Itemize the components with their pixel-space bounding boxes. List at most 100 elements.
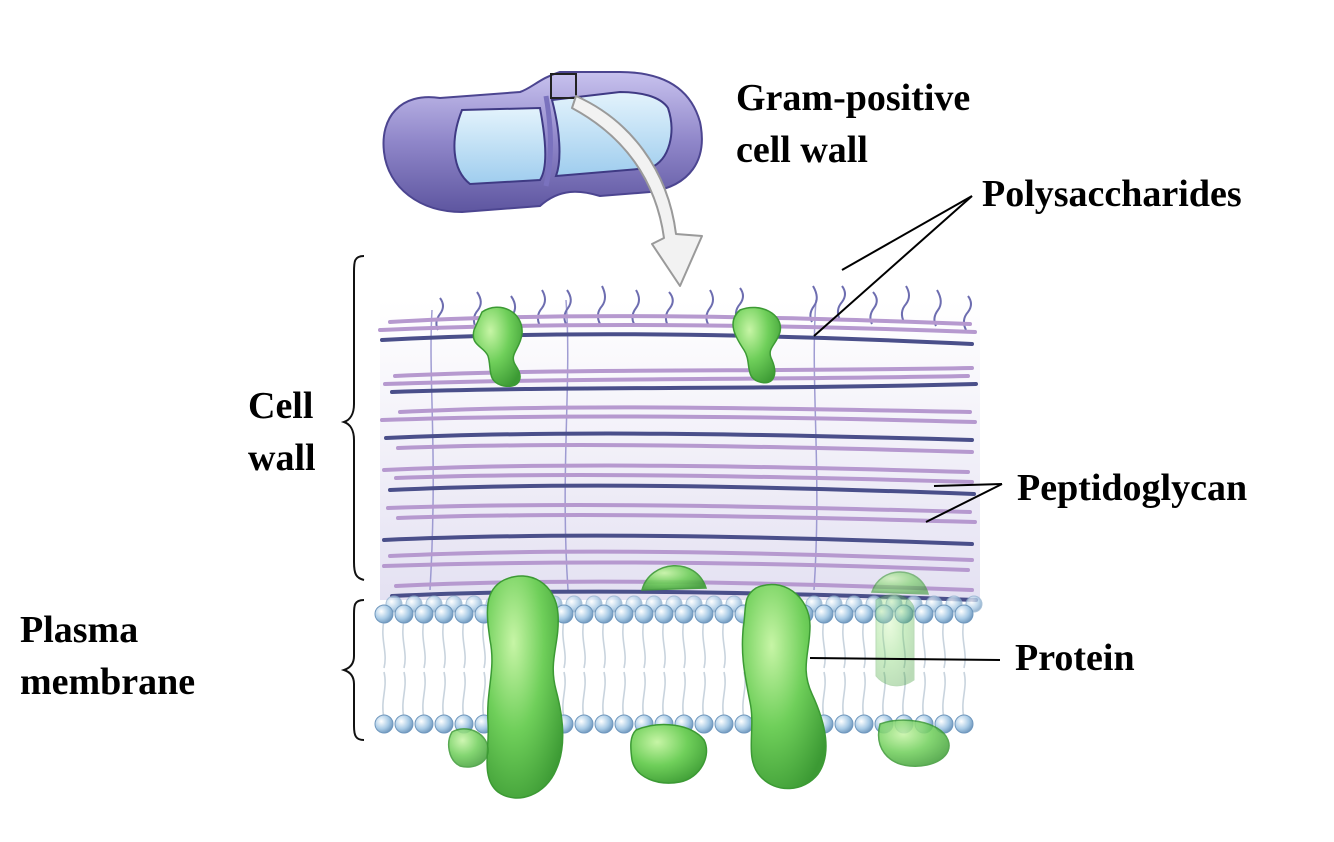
title-line-2: cell wall [736,129,868,171]
membrane-proteins [447,575,950,799]
label-plasma-membrane: Plasma membrane [20,604,195,708]
phospholipid-head [454,604,474,624]
label-plasma-membrane-line-1: Plasma [20,609,139,651]
lipid-tail [842,671,846,719]
lipid-tail [422,619,426,669]
lipid-tail [682,619,686,669]
leader-peptidoglycan-1 [933,483,1003,487]
phospholipid-head [634,604,654,624]
label-peptidoglycan: Peptidoglycan [1017,467,1248,509]
lipid-tail [862,619,866,669]
lipid-tail [702,671,706,719]
lipid-tail [402,619,406,669]
plasma-membrane-brace [340,599,365,741]
wall-proteins [472,306,929,595]
lipid-tail [942,619,946,669]
curved-zoom-arrow-icon [571,95,703,287]
leader-protein [809,657,1001,661]
lipid-tail [642,619,646,669]
cell-wall-title: Gram-positive cell wall [736,72,970,176]
lipid-tail [662,619,666,669]
lipid-tail [582,671,586,719]
lipid-tail [922,671,926,719]
phospholipid-head [434,604,454,624]
lipid-tail [562,619,566,669]
lipid-tail [702,619,706,669]
phospholipid-head [614,714,634,734]
phospholipid-head [574,714,594,734]
phospholipid-head [934,604,954,624]
cell-wall-block [378,285,980,602]
phospholipid-head [694,714,714,734]
phospholipid-head [654,604,674,624]
lipid-tail [962,619,966,669]
phospholipid-head [714,714,734,734]
phospholipid-head [594,714,614,734]
leader-polysaccharides-2 [813,195,973,337]
title-line-1: Gram-positive [736,77,971,119]
lipid-tail [602,671,606,719]
phospholipid-head [394,714,414,734]
lipid-tail [822,671,826,719]
phospholipid-head [834,714,854,734]
phospholipid-head [714,604,734,624]
lipid-tail [462,671,466,719]
lipid-tail [582,619,586,669]
phospholipid-head [374,604,394,624]
phospholipid-head [814,604,834,624]
phospholipid-head [614,604,634,624]
leader-polysaccharides-1 [841,195,973,271]
phospholipid-head [414,714,434,734]
lipid-tail [862,671,866,719]
label-protein: Protein [1015,637,1135,679]
lipid-tail [822,619,826,669]
lipid-tail [482,671,486,719]
lipid-tail [442,671,446,719]
lipid-tail [662,671,666,719]
leader-peptidoglycan-2 [925,483,1003,523]
lipid-tail [942,671,946,719]
phospholipid-head [694,604,714,624]
phospholipid-head [734,714,754,734]
braces [340,255,365,741]
phospholipid-head [954,714,974,734]
cell-wall-brace [340,255,365,581]
lipid-tail [382,619,386,669]
phospholipid-head [574,604,594,624]
lipid-tail [482,619,486,669]
lipid-tail [622,671,626,719]
lipid-tail [422,671,426,719]
leader-lines [809,195,1003,661]
phospholipid-head [434,714,454,734]
label-polysaccharides: Polysaccharides [982,173,1242,215]
lipid-tail [922,619,926,669]
lipid-tail [442,619,446,669]
lipid-tail [382,671,386,719]
phospholipid-head [394,604,414,624]
lipid-tail [842,619,846,669]
lipid-tail [402,671,406,719]
lipid-tail [722,671,726,719]
phospholipid-head [374,714,394,734]
lipid-tail [562,671,566,719]
lipid-tail [602,619,606,669]
label-cell-wall-line-2: wall [248,437,316,479]
lipid-tail [962,671,966,719]
plasma-membrane-block [374,575,983,799]
phospholipid-head [674,604,694,624]
lipid-tail [682,671,686,719]
lipid-tail [722,619,726,669]
label-cell-wall-line-1: Cell [248,385,314,427]
lipid-tail [622,619,626,669]
phospholipid-head [854,604,874,624]
lipid-tail [742,671,746,719]
phospholipid-head [954,604,974,624]
lipid-tail [462,619,466,669]
phospholipid-head [594,604,614,624]
phospholipid-head [854,714,874,734]
phospholipid-head [914,604,934,624]
label-plasma-membrane-line-2: membrane [20,661,196,703]
phospholipid-head [414,604,434,624]
